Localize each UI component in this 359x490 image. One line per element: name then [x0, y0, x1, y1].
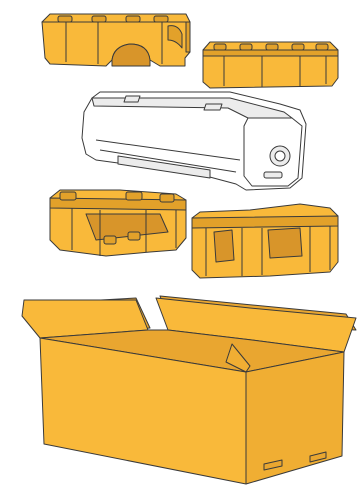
printer — [82, 92, 306, 190]
foam-top-right — [203, 42, 338, 88]
foam-top-left — [42, 14, 190, 66]
foam-bottom-left — [50, 190, 186, 256]
foam-bottom-right — [192, 204, 338, 278]
open-carton — [22, 296, 356, 484]
